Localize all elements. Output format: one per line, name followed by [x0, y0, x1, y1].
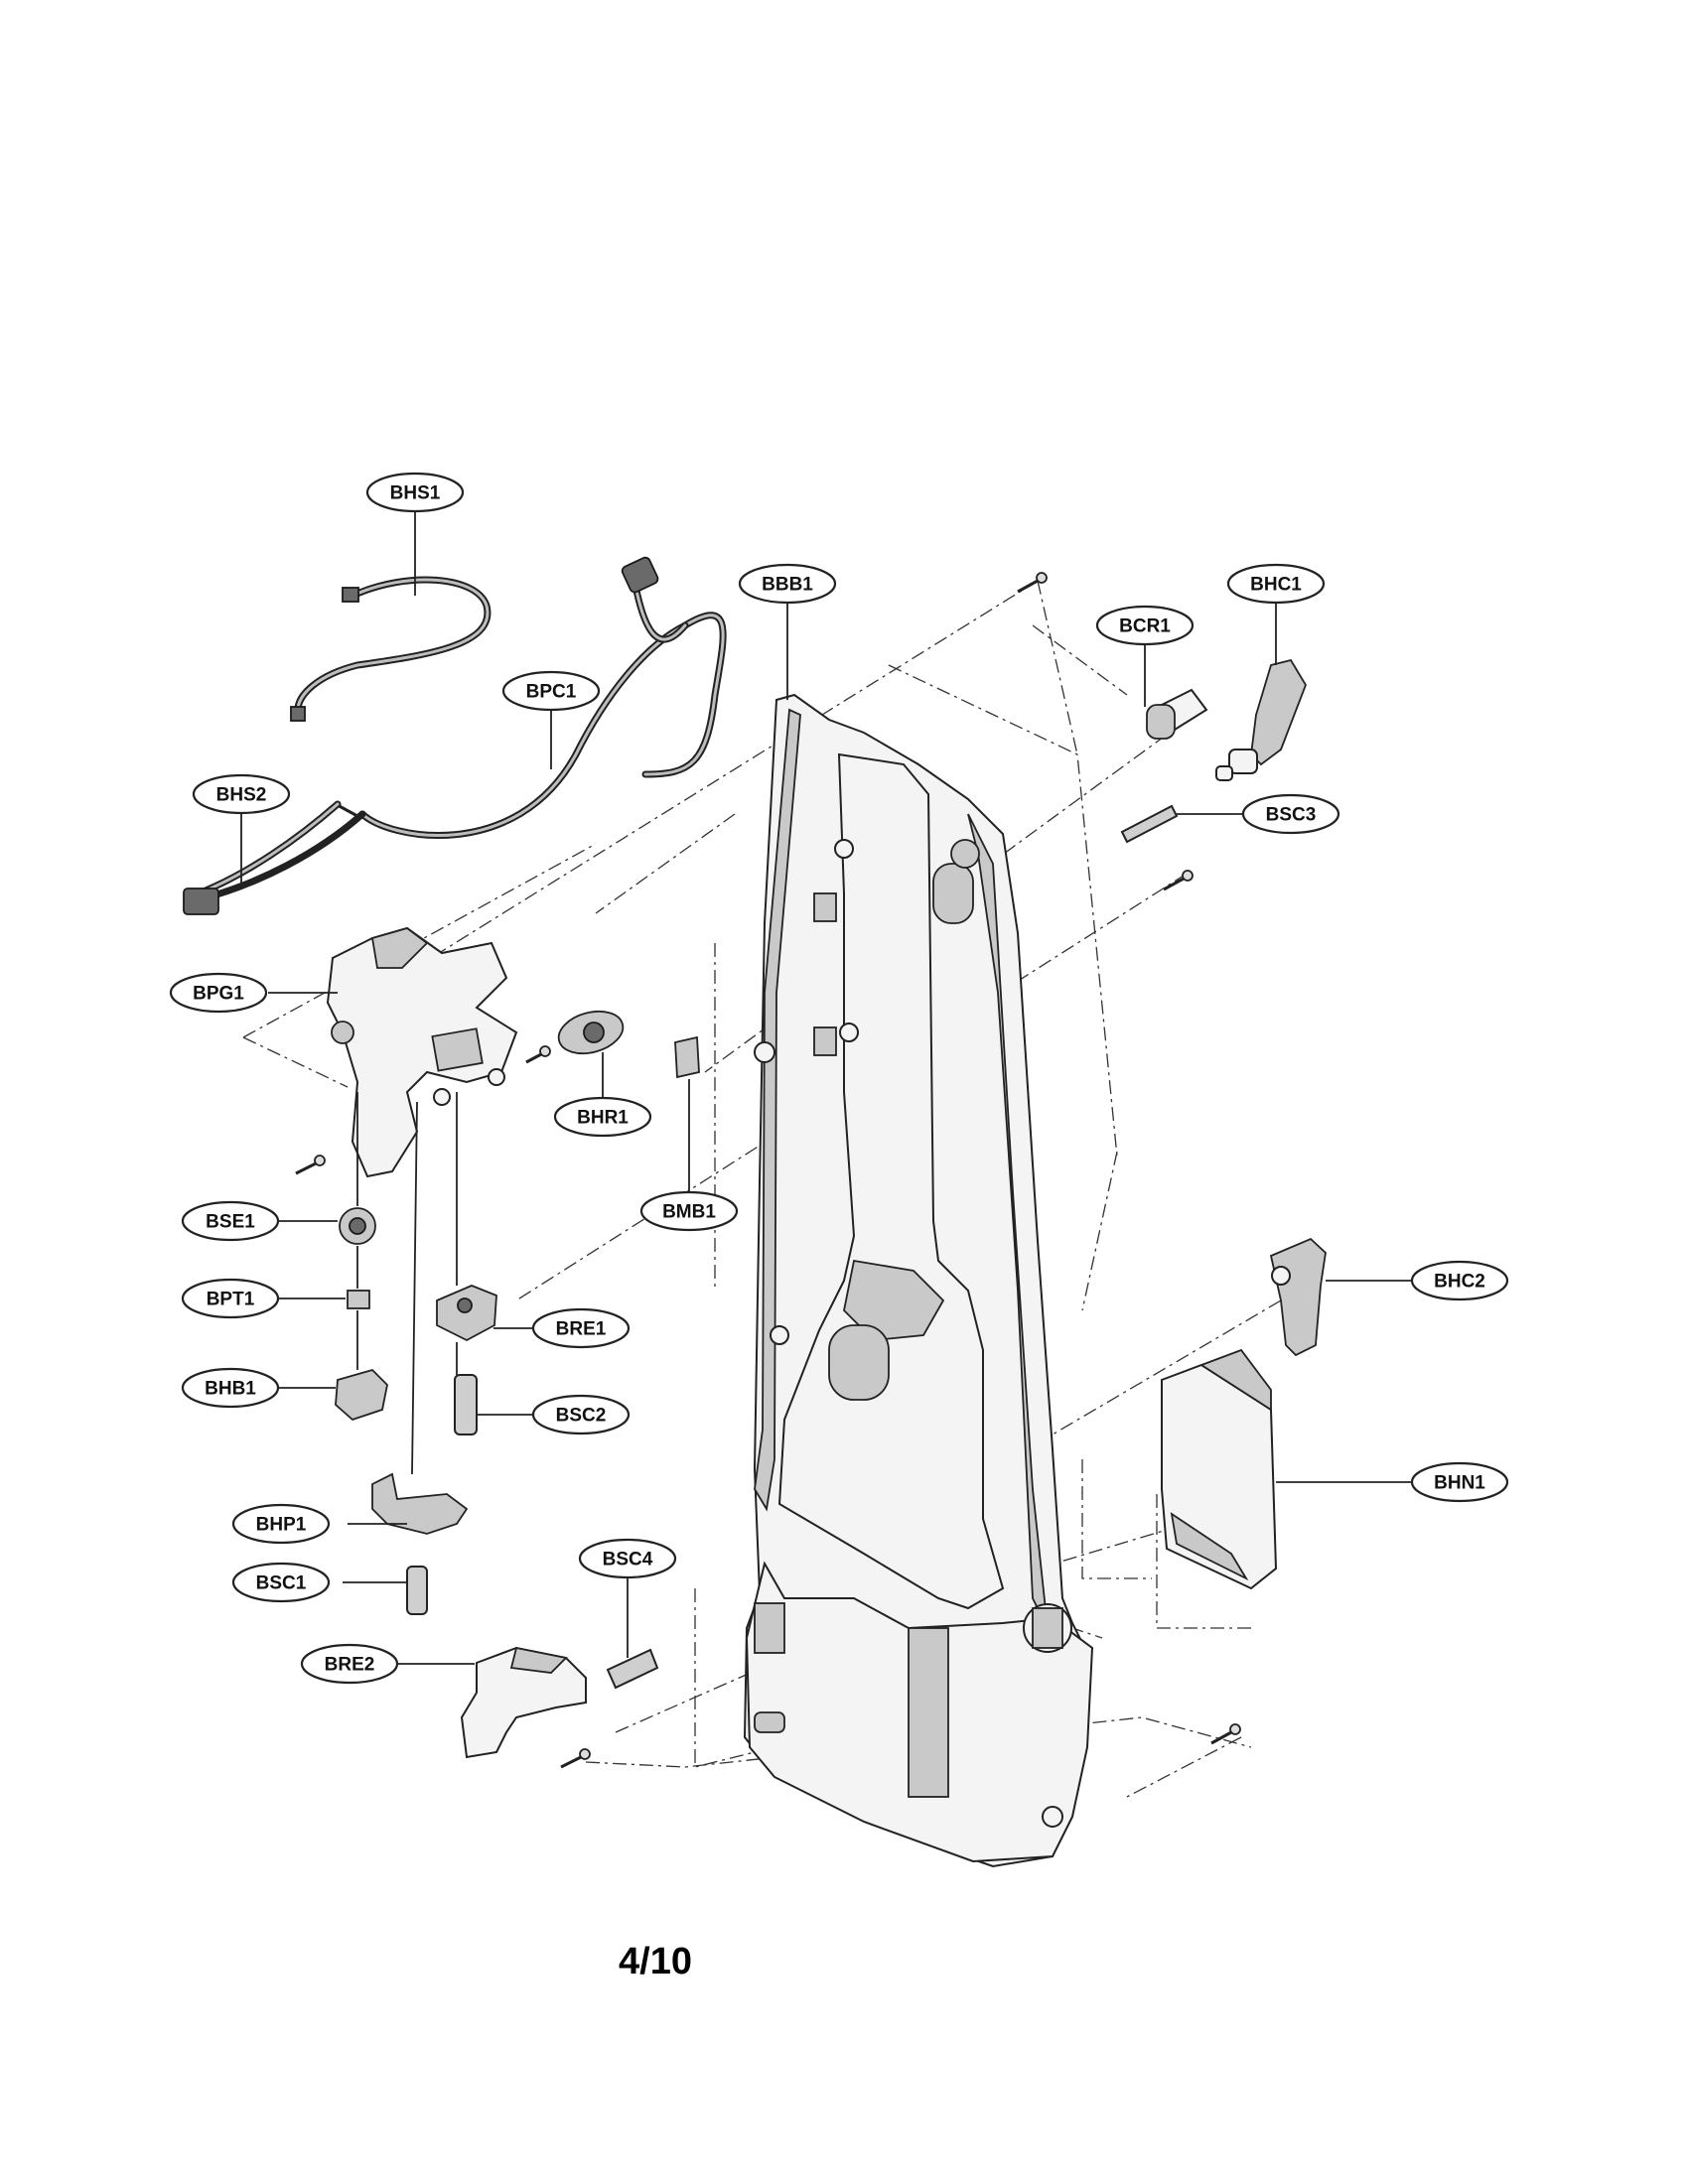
callout-bhn1: BHN1 [1410, 1461, 1509, 1503]
callout-bsc1: BSC1 [231, 1562, 331, 1603]
callout-bhb1: BHB1 [181, 1367, 280, 1409]
part-bse1 [339, 1092, 376, 1245]
callout-label-bhp1: BHP1 [256, 1515, 307, 1536]
callout-bhs2: BHS2 [192, 773, 291, 815]
screws [295, 572, 1241, 1769]
handle-clip-upper [1215, 658, 1307, 781]
callout-bhc1: BHC1 [1226, 563, 1326, 605]
callout-label-bpt1: BPT1 [207, 1290, 255, 1310]
callout-bsc3: BSC3 [1241, 793, 1340, 835]
callout-label-bhr1: BHR1 [577, 1108, 629, 1129]
pedal-bhp1 [371, 1101, 469, 1535]
callout-bpc1: BPC1 [501, 670, 601, 712]
callout-bcr1: BCR1 [1095, 605, 1195, 646]
callout-bre2: BRE2 [300, 1643, 399, 1685]
callout-bsc4: BSC4 [578, 1538, 677, 1579]
callout-bbb1: BBB1 [738, 563, 837, 605]
callout-label-bpc1: BPC1 [526, 682, 577, 703]
cord-reel-cylinder [1146, 688, 1208, 740]
callout-label-bpg1: BPG1 [193, 984, 244, 1005]
callout-bse1: BSE1 [181, 1200, 280, 1242]
wiring-harness-2 [183, 800, 366, 915]
callout-label-bmb1: BMB1 [662, 1202, 716, 1223]
spring-bsc1 [406, 1566, 428, 1615]
callout-label-bre1: BRE1 [556, 1319, 607, 1340]
handle-clip-lower [1269, 1237, 1327, 1357]
wiring-harness-1 [290, 576, 492, 722]
part-bre1 [436, 1092, 497, 1342]
part-bre2 [460, 1646, 587, 1759]
callout-label-bhs2: BHS2 [216, 785, 267, 806]
callout-bhp1: BHP1 [231, 1503, 331, 1545]
callout-label-bse1: BSE1 [206, 1212, 255, 1233]
part-bhb1 [335, 1310, 388, 1422]
spring-bsc3 [1120, 804, 1179, 844]
callout-label-bsc3: BSC3 [1266, 805, 1317, 826]
callout-bsc2: BSC2 [531, 1394, 631, 1435]
callout-label-bhs1: BHS1 [390, 483, 441, 504]
handle-cover [1161, 1348, 1278, 1590]
leader-lines [240, 511, 1415, 1665]
main-handle-body [743, 693, 1094, 1868]
spring-bsc4 [606, 1648, 659, 1690]
pedal-guide [326, 926, 518, 1178]
callout-bmb1: BMB1 [639, 1190, 739, 1232]
callout-bhc2: BHC2 [1410, 1260, 1509, 1301]
callout-bhs1: BHS1 [365, 472, 465, 513]
part-bpt1 [347, 1246, 370, 1309]
spring-bsc2 [454, 1342, 478, 1435]
callout-label-bsc2: BSC2 [556, 1406, 607, 1427]
callout-label-bsc4: BSC4 [603, 1550, 653, 1570]
callouts: BHS1 BBB1 BHC1 BCR1 BPC1 BHS2 BSC3 BPG1 [169, 472, 1509, 1685]
holder-bhr1 [557, 1010, 625, 1055]
callout-label-bbb1: BBB1 [762, 575, 813, 596]
callout-label-bhb1: BHB1 [205, 1379, 256, 1400]
plate-bmb1 [674, 1035, 700, 1079]
callout-label-bre2: BRE2 [325, 1655, 375, 1676]
callout-bhr1: BHR1 [553, 1096, 652, 1138]
callout-label-bhc2: BHC2 [1434, 1272, 1485, 1293]
callout-bre1: BRE1 [531, 1307, 631, 1349]
callout-bpt1: BPT1 [181, 1278, 280, 1319]
callout-label-bhc1: BHC1 [1250, 575, 1302, 596]
callout-label-bsc1: BSC1 [256, 1573, 307, 1594]
callout-bpg1: BPG1 [169, 972, 268, 1014]
page-number: 4/10 [619, 1941, 692, 1982]
callout-label-bhn1: BHN1 [1434, 1473, 1485, 1494]
callout-label-bcr1: BCR1 [1119, 616, 1171, 637]
